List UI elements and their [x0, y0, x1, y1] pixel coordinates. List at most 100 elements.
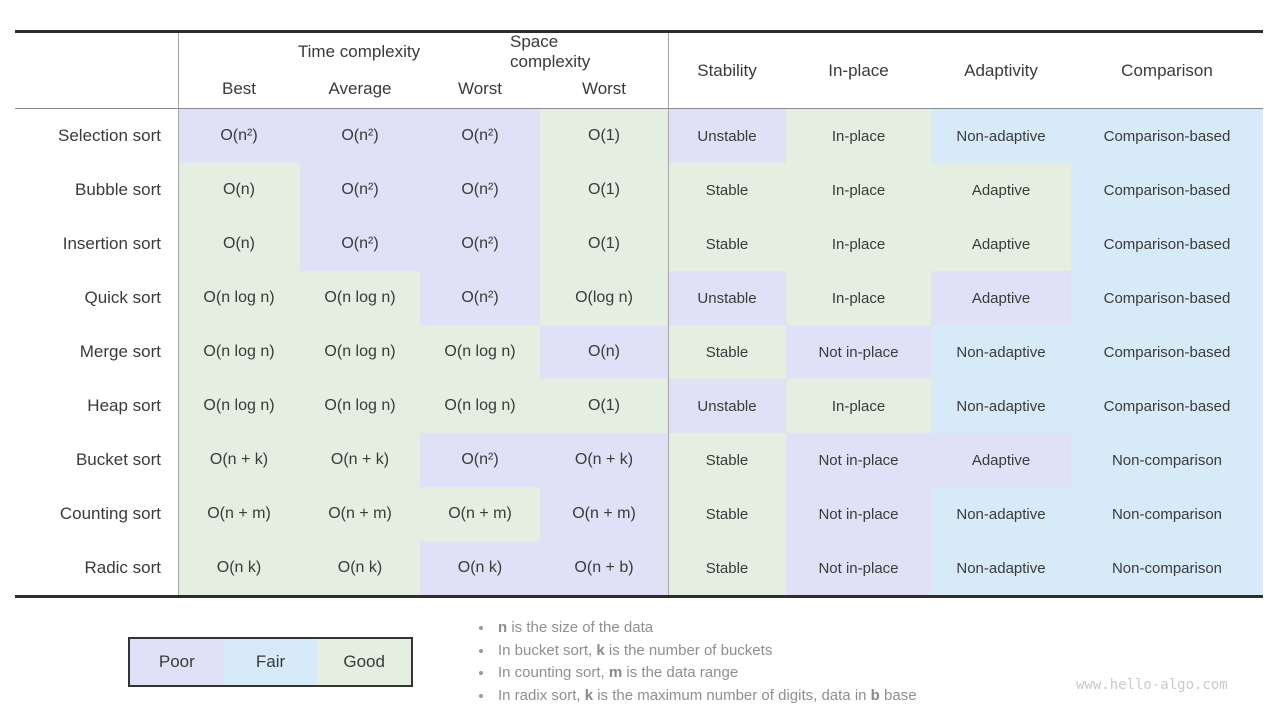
attribute-cell: Stable [668, 487, 786, 541]
complexity-cell: O(n²) [300, 163, 420, 217]
complexity-cell: O(n log n) [178, 325, 300, 379]
attribute-cell: Comparison-based [1071, 217, 1263, 271]
complexity-cell: O(log n) [540, 271, 668, 325]
complexity-cell: O(n log n) [300, 379, 420, 433]
col-header-adaptivity: Adaptivity [964, 60, 1038, 80]
attribute-cell: Comparison-based [1071, 271, 1263, 325]
col-header-stability: Stability [697, 60, 757, 80]
attribute-cell: Stable [668, 541, 786, 595]
attribute-cell: Not in-place [786, 433, 931, 487]
bullet-icon [479, 626, 483, 630]
legend: Poor Fair Good [128, 637, 413, 687]
bullet-icon [479, 671, 483, 675]
complexity-cell: O(n k) [420, 541, 540, 595]
attribute-cell: Stable [668, 217, 786, 271]
attribute-cell: Stable [668, 325, 786, 379]
attribute-cell: Non-adaptive [931, 487, 1071, 541]
complexity-cell: O(1) [540, 109, 668, 163]
legend-item-poor: Poor [130, 639, 224, 685]
row-label: Selection sort [15, 109, 178, 163]
legend-item-fair: Fair [223, 639, 318, 685]
row-label: Insertion sort [15, 217, 178, 271]
col-header-best: Best [221, 79, 257, 98]
complexity-cell: O(n) [540, 325, 668, 379]
legend-item-good: Good [317, 639, 412, 685]
attribute-cell: Comparison-based [1071, 379, 1263, 433]
attribute-cell: Non-comparison [1071, 433, 1263, 487]
attribute-cell: Unstable [668, 379, 786, 433]
col-header-worst-space: Worst [581, 79, 627, 98]
sorting-algorithms-table: Time complexity Space complexity Best Av… [15, 30, 1263, 598]
table-header: Time complexity Space complexity Best Av… [15, 31, 1263, 109]
header-space-complexity-group: Space complexity [510, 31, 591, 71]
attribute-cell: Adaptive [931, 163, 1071, 217]
complexity-cell: O(n + m) [540, 487, 668, 541]
attribute-cell: In-place [786, 109, 931, 163]
attribute-cell: Non-comparison [1071, 487, 1263, 541]
attribute-cell: Non-comparison [1071, 541, 1263, 595]
attribute-cell: Stable [668, 433, 786, 487]
complexity-cell: O(n + m) [300, 487, 420, 541]
attribute-cell: In-place [786, 271, 931, 325]
header-time-complexity-group: Time complexity [297, 41, 421, 61]
complexity-cell: O(n log n) [420, 325, 540, 379]
attribute-cell: Non-adaptive [931, 541, 1071, 595]
attribute-cell: In-place [786, 163, 931, 217]
complexity-cell: O(n²) [420, 433, 540, 487]
row-label: Radic sort [15, 541, 178, 595]
attribute-cell: Adaptive [931, 271, 1071, 325]
complexity-cell: O(1) [540, 217, 668, 271]
bullet-icon [479, 693, 483, 698]
complexity-cell: O(n²) [420, 163, 540, 217]
complexity-cell: O(n log n) [178, 271, 300, 325]
note-item: n is the size of the data [470, 617, 917, 640]
complexity-cell: O(n k) [300, 541, 420, 595]
attribute-cell: Comparison-based [1071, 163, 1263, 217]
attribute-cell: Not in-place [786, 487, 931, 541]
attribute-cell: Non-adaptive [931, 325, 1071, 379]
col-header-comparison: Comparison [1121, 60, 1213, 80]
complexity-cell: O(n²) [300, 109, 420, 163]
attribute-cell: Comparison-based [1071, 325, 1263, 379]
complexity-cell: O(n log n) [178, 379, 300, 433]
attribute-cell: Unstable [668, 271, 786, 325]
complexity-cell: O(n²) [420, 109, 540, 163]
complexity-cell: O(n log n) [300, 325, 420, 379]
complexity-cell: O(n²) [178, 109, 300, 163]
complexity-cell: O(n log n) [420, 379, 540, 433]
bullet-icon [479, 648, 483, 653]
attribute-cell: Stable [668, 163, 786, 217]
vertical-divider-middle [668, 33, 669, 595]
note-item: In bucket sort, k is the number of bucke… [470, 640, 917, 663]
attribute-cell: Unstable [668, 109, 786, 163]
attribute-cell: Adaptive [931, 217, 1071, 271]
vertical-divider-left [178, 33, 179, 595]
attribute-cell: Non-adaptive [931, 109, 1071, 163]
row-label: Bucket sort [15, 433, 178, 487]
complexity-cell: O(n + m) [420, 487, 540, 541]
complexity-cell: O(n + k) [178, 433, 300, 487]
complexity-cell: O(n + m) [178, 487, 300, 541]
complexity-cell: O(n) [178, 217, 300, 271]
row-label: Heap sort [15, 379, 178, 433]
row-label: Counting sort [15, 487, 178, 541]
row-label: Merge sort [15, 325, 178, 379]
complexity-cell: O(n log n) [300, 271, 420, 325]
complexity-cell: O(n + b) [540, 541, 668, 595]
complexity-cell: O(n²) [420, 271, 540, 325]
complexity-cell: O(n k) [178, 541, 300, 595]
complexity-cell: O(n + k) [540, 433, 668, 487]
attribute-cell: Non-adaptive [931, 379, 1071, 433]
